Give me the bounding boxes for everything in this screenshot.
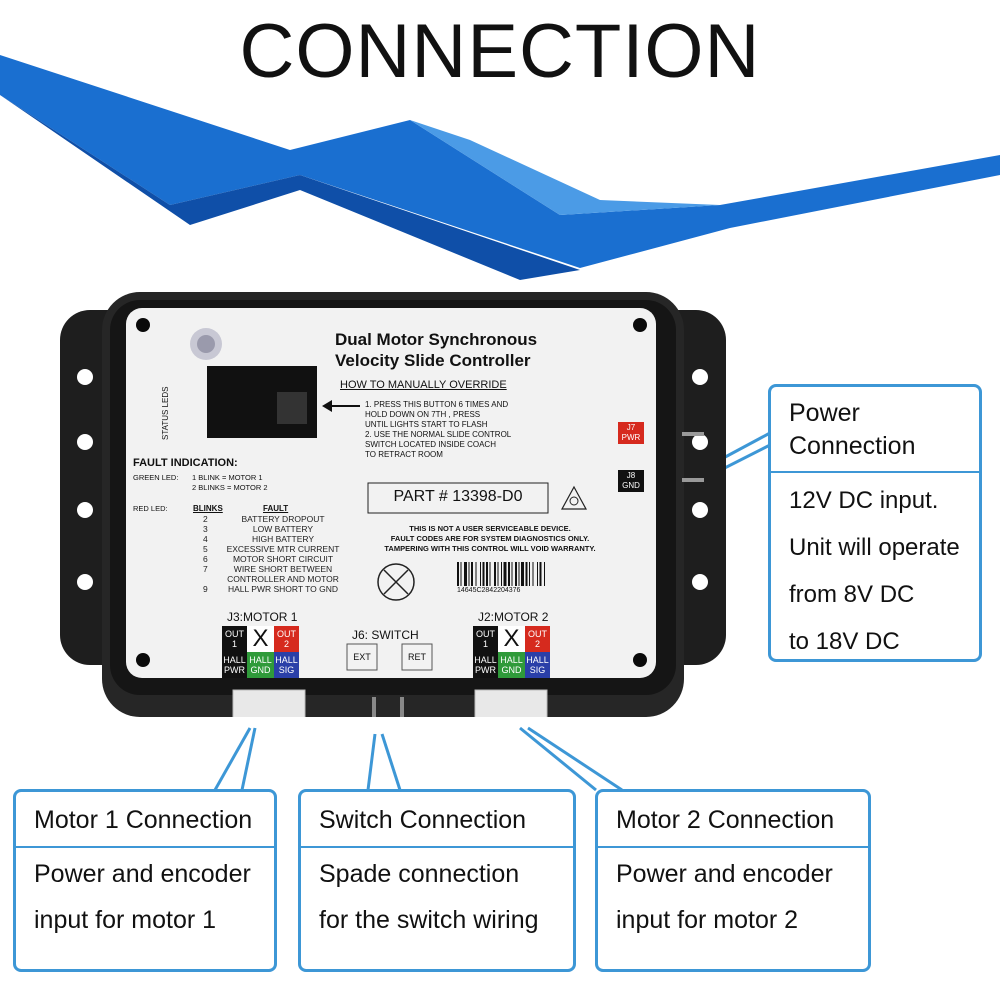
fault-blinks: 4 — [203, 534, 208, 544]
ext-label: EXT — [353, 652, 371, 662]
j3-pin-hall-pwr: HALL PWR — [222, 652, 247, 678]
switch-callout-line: for the switch wiring — [319, 906, 539, 934]
fault-heading: FAULT INDICATION: — [133, 457, 238, 469]
j8-gnd-label: J8 GND — [618, 470, 644, 492]
fault-description: CONTROLLER AND MOTOR — [227, 574, 339, 584]
fault-blinks: 2 — [203, 514, 208, 524]
switch-connection-callout: Switch Connection Spade connection for t… — [298, 789, 576, 972]
fault-description: MOTOR SHORT CIRCUIT — [232, 554, 334, 564]
fault-header: FAULT — [263, 504, 289, 513]
j2-pin-out1: OUT 1 — [473, 626, 498, 652]
override-steps: 1. PRESS THIS BUTTON 6 TIMES AND HOLD DO… — [365, 400, 512, 459]
product-name-line2: Velocity Slide Controller — [335, 351, 531, 370]
j3-motor1-label: J3:MOTOR 1 — [227, 610, 298, 624]
switch-callout-line: Spade connection — [319, 860, 520, 888]
j2-pin-out2: OUT 2 — [525, 626, 550, 652]
power-callout-line: Unit will operate — [789, 534, 960, 561]
power-callout-line: 12V DC input. — [789, 487, 939, 514]
red-led-label: RED LED: — [133, 504, 168, 513]
j2-pin-hall-gnd: HALL GND — [498, 652, 525, 678]
motor2-callout-line: Power and encoder — [616, 860, 833, 888]
barcode — [457, 562, 545, 586]
motor2-callout-line: input for motor 2 — [616, 906, 799, 934]
green-led-lines: 1 BLINK = MOTOR 1 2 BLINKS = MOTOR 2 — [192, 473, 268, 492]
page-title: CONNECTION — [239, 9, 761, 94]
fault-description: BATTERY DROPOUT — [241, 514, 325, 524]
ret-label: RET — [408, 652, 426, 662]
fault-blinks: 6 — [203, 554, 208, 564]
power-callout-title: Power Connection — [771, 387, 979, 473]
override-heading: HOW TO MANUALLY OVERRIDE — [340, 379, 507, 391]
motor1-callout-line: Power and encoder — [34, 860, 251, 888]
j2-motor2-label: J2:MOTOR 2 — [478, 610, 549, 624]
fault-blinks: 7 — [203, 564, 208, 574]
j3-pin-out1: OUT 1 — [222, 626, 247, 652]
j2-pin-x: X — [498, 626, 525, 652]
certification-mark-icon — [560, 485, 588, 510]
device-case — [60, 292, 726, 717]
warning-text: THIS IS NOT A USER SERVICEABLE DEVICE. F… — [384, 524, 596, 553]
motor1-connection-callout: Motor 1 Connection Power and encoder inp… — [13, 789, 277, 972]
j3-pin-out2: OUT 2 — [274, 626, 299, 652]
fault-description: WIRE SHORT BETWEEN — [233, 564, 333, 574]
fault-blinks: 5 — [203, 544, 208, 554]
j2-pin-hall-pwr: HALL PWR — [473, 652, 498, 678]
product-name-line1: Dual Motor Synchronous — [335, 330, 538, 349]
fault-description: LOW BATTERY — [252, 524, 314, 534]
green-led-label: GREEN LED: — [133, 473, 179, 482]
motor1-callout-line: input for motor 1 — [34, 906, 217, 934]
blinks-header: BLINKS — [193, 504, 223, 513]
power-connection-callout: Power Connection 12V DC input. Unit will… — [768, 384, 982, 662]
slide-controller-device: Dual Motor Synchronous Velocity Slide Co… — [60, 292, 726, 717]
motor2-connection-callout: Motor 2 Connection Power and encoder inp… — [595, 789, 871, 972]
fault-description: HALL PWR SHORT TO GND — [227, 584, 339, 594]
background-swoosh — [0, 55, 1000, 280]
power-callout-line: from 8V DC — [789, 581, 915, 608]
j6-switch-label: J6: SWITCH — [352, 628, 419, 642]
fault-blinks: 9 — [203, 584, 208, 594]
fault-description: EXCESSIVE MTR CURRENT — [226, 544, 340, 554]
j3-pin-hall-gnd: HALL GND — [247, 652, 274, 678]
fault-blinks: 3 — [203, 524, 208, 534]
barcode-number: 14645C2842204376 — [457, 587, 521, 594]
fault-description: HIGH BATTERY — [251, 534, 315, 544]
j3-pin-x: X — [247, 626, 274, 652]
j7-pwr-label: J7 PWR — [618, 422, 644, 444]
power-callout-line: to 18V DC — [789, 628, 900, 655]
j3-pin-hall-sig: HALL SIG — [274, 652, 299, 678]
j2-pin-hall-sig: HALL SIG — [525, 652, 550, 678]
logo-icon — [190, 328, 222, 360]
mounting-holes — [77, 369, 708, 590]
motor1-callout-title: Motor 1 Connection — [16, 792, 274, 848]
motor2-callout-title: Motor 2 Connection — [598, 792, 868, 848]
status-leds-label: STATUS LEDS — [161, 386, 170, 441]
part-number: PART # 13398-D0 — [393, 488, 523, 505]
switch-callout-title: Switch Connection — [301, 792, 573, 848]
